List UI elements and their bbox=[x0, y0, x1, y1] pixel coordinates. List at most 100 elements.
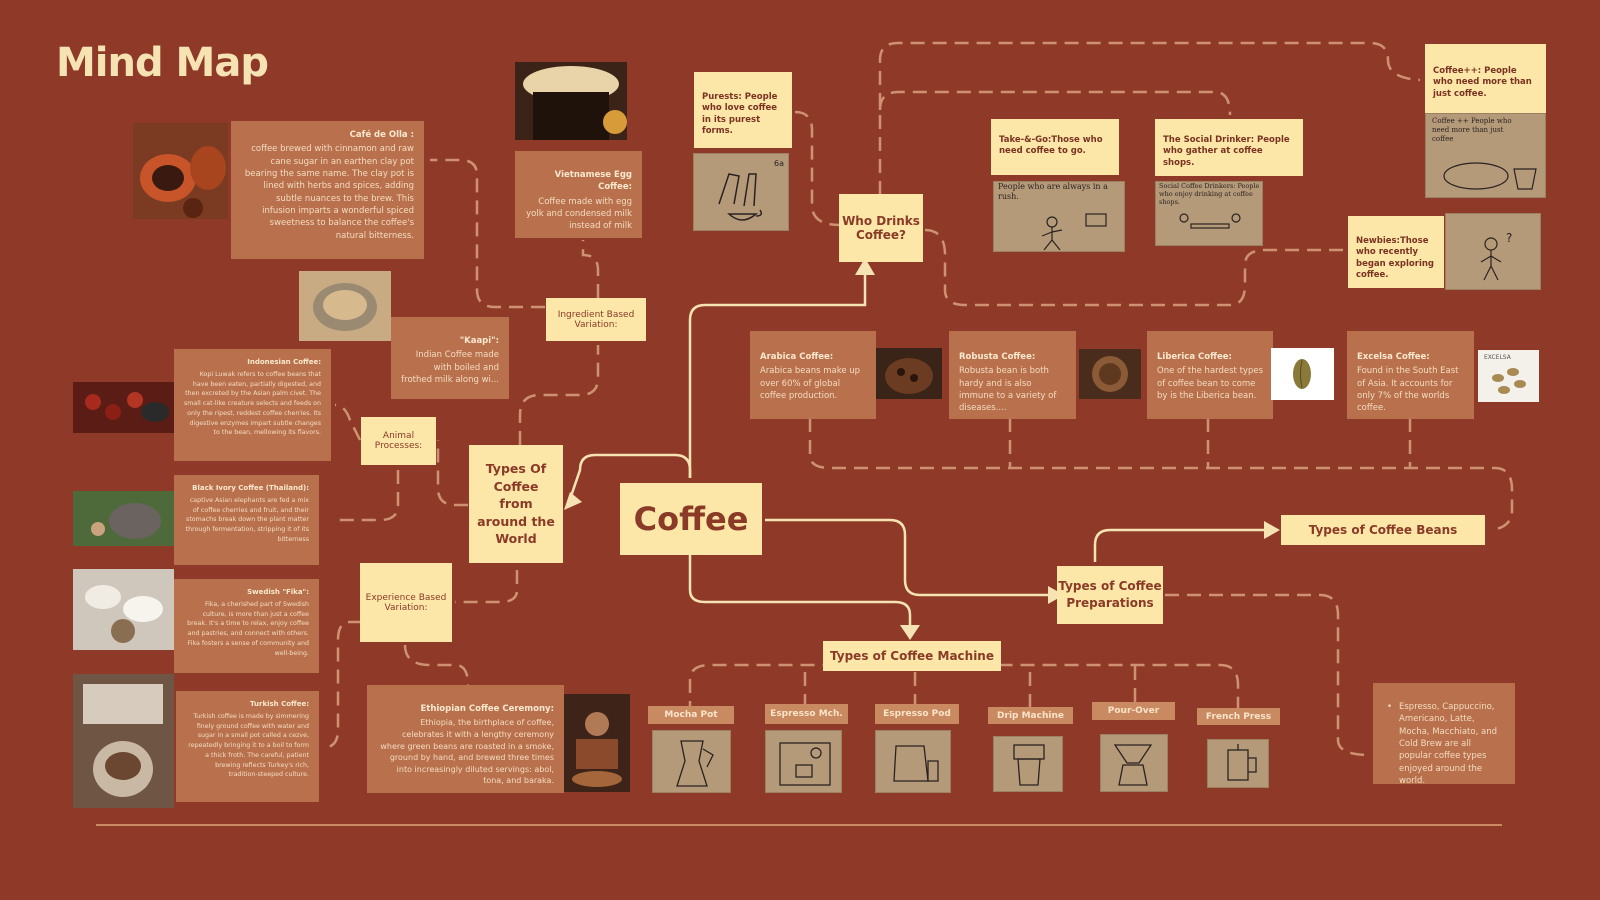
dash-who-newbies bbox=[924, 228, 1350, 307]
newbies-sketch: ? bbox=[1445, 213, 1541, 290]
card-turkish: Turkish Coffee: Turkish coffee is made b… bbox=[176, 691, 319, 802]
card-text: coffee brewed with cinnamon and raw cane… bbox=[244, 144, 414, 241]
espresso-machine-sketch bbox=[765, 730, 842, 793]
dash-beans-row bbox=[808, 418, 1514, 532]
link-center-machine bbox=[688, 555, 912, 635]
dash-ingredient-cafe bbox=[430, 158, 545, 309]
card-title: "Kaapi": bbox=[459, 336, 499, 346]
machine-tag-mocha-pot[interactable]: Mocha Pot bbox=[648, 706, 734, 724]
card-preparations-list: • Espresso, Cappuccino, Americano, Latte… bbox=[1373, 683, 1515, 786]
machine-tag-drip-machine[interactable]: Drip Machine bbox=[988, 707, 1073, 724]
kaapi-photo bbox=[299, 271, 391, 341]
dash-ingredient-viet bbox=[581, 240, 600, 298]
center-node[interactable]: Coffee bbox=[620, 483, 762, 555]
card-title: Robusta Coffee: bbox=[959, 352, 1036, 362]
card-title: Swedish "Fika": bbox=[247, 588, 309, 596]
espresso-pod-sketch bbox=[875, 730, 951, 793]
machine-tag-espresso-machine[interactable]: Espresso Mch. bbox=[765, 704, 848, 724]
dash-animal-indo bbox=[334, 403, 362, 441]
card-text: Ethiopia, the birthplace of coffee, cele… bbox=[380, 718, 554, 786]
dash-world-experience bbox=[455, 570, 519, 604]
card-text: Robusta bean is both hardy and is also i… bbox=[959, 366, 1057, 414]
dash-who-top bbox=[878, 41, 1421, 195]
dash-exp-ethiopian bbox=[403, 644, 470, 686]
excelsa-photo-label: EXCELSA bbox=[1484, 354, 1512, 361]
cafe-de-olla-photo bbox=[133, 123, 228, 219]
bullet-icon: • bbox=[1387, 702, 1393, 712]
label-animal-processes[interactable]: Animal Processes: bbox=[361, 417, 436, 465]
dash-animal-ivory bbox=[335, 470, 400, 522]
ethiopian-ceremony-photo bbox=[564, 694, 630, 792]
french-press-sketch bbox=[1207, 739, 1269, 788]
card-text: captive Asian elephants are fed a mix of… bbox=[185, 496, 309, 543]
card-excelsa: Excelsa Coffee: Found in the South East … bbox=[1347, 331, 1474, 419]
link-center-world bbox=[566, 453, 692, 506]
black-ivory-photo bbox=[73, 491, 174, 546]
card-title: Café de Olla : bbox=[349, 130, 414, 140]
newbies-sketch-mark: ? bbox=[1506, 231, 1512, 245]
note-social-drinker[interactable]: The Social Drinker: People who gather at… bbox=[1155, 119, 1303, 176]
machine-tag-pour-over[interactable]: Pour-Over bbox=[1092, 702, 1175, 720]
link-center-preparations bbox=[765, 518, 1055, 597]
hub-world[interactable]: Types Of Coffee from around the World bbox=[469, 445, 563, 563]
card-fika: Swedish "Fika": Fika, a cherished part o… bbox=[174, 579, 319, 673]
note-take-and-go[interactable]: Take-&-Go:Those who need coffee to go. bbox=[991, 119, 1119, 175]
coffee-plus-plus-sketch-text: Coffee ++ People who need more than just… bbox=[1432, 117, 1512, 144]
fika-photo bbox=[73, 569, 174, 650]
card-arabica: Arabica Coffee: Arabica beans make up ov… bbox=[750, 331, 876, 419]
take-and-go-sketch: People who are always in a rush. bbox=[993, 181, 1125, 252]
card-title: Excelsa Coffee: bbox=[1357, 352, 1430, 362]
dash-who-purests bbox=[794, 110, 841, 227]
card-title: Turkish Coffee: bbox=[250, 700, 309, 708]
card-title: Vietnamese Egg Coffee: bbox=[554, 170, 632, 193]
card-kaapi: "Kaapi": Indian Coffee made with boiled … bbox=[391, 317, 509, 399]
card-text: Fika, a cherished part of Swedish cultur… bbox=[187, 600, 309, 657]
dash-exp-fika bbox=[321, 620, 362, 750]
card-text: Arabica beans make up over 60% of global… bbox=[760, 366, 861, 401]
vietnamese-egg-coffee-photo bbox=[515, 62, 627, 140]
card-liberica: Liberica Coffee: One of the hardest type… bbox=[1147, 331, 1273, 419]
robusta-photo bbox=[1079, 349, 1141, 399]
label-experience-variation[interactable]: Experience Based Variation: bbox=[360, 563, 452, 642]
link-prep-beans bbox=[1093, 528, 1275, 562]
turkish-coffee-photo bbox=[73, 674, 174, 808]
purests-sketch-tag: 6a bbox=[774, 159, 784, 168]
card-robusta: Robusta Coffee: Robusta bean is both har… bbox=[949, 331, 1076, 419]
card-indonesian: Indonesian Coffee: Kopi Luwak refers to … bbox=[174, 349, 331, 461]
hub-machine[interactable]: Types of Coffee Machine bbox=[823, 641, 1001, 671]
card-text: Indian Coffee made with boiled and froth… bbox=[401, 350, 499, 385]
card-title: Ethiopian Coffee Ceremony: bbox=[420, 704, 554, 714]
social-drinker-sketch-text: Social Coffee Drinkers: People who enjoy… bbox=[1159, 182, 1260, 207]
card-cafe-de-olla: Café de Olla : coffee brewed with cinnam… bbox=[231, 121, 424, 259]
note-newbies[interactable]: Newbies:Those who recently began explori… bbox=[1348, 216, 1444, 288]
card-text: Found in the South East of Asia. It acco… bbox=[1357, 366, 1459, 414]
label-ingredient-variation[interactable]: Ingredient Based Variation: bbox=[546, 298, 646, 341]
card-title: Liberica Coffee: bbox=[1157, 352, 1232, 362]
pour-over-sketch bbox=[1100, 734, 1168, 792]
card-text: Coffee made with egg yolk and condensed … bbox=[526, 196, 632, 232]
link-center-who bbox=[688, 265, 867, 478]
note-coffee-plus-plus[interactable]: Coffee++: People who need more than just… bbox=[1425, 44, 1546, 114]
machine-tag-espresso-pod[interactable]: Espresso Pod bbox=[875, 704, 959, 724]
excelsa-photo: EXCELSA bbox=[1478, 350, 1539, 402]
indonesian-coffee-photo bbox=[73, 382, 174, 433]
card-ethiopian: Ethiopian Coffee Ceremony: Ethiopia, the… bbox=[367, 685, 564, 793]
card-text: Espresso, Cappuccino, Americano, Latte, … bbox=[1399, 702, 1497, 786]
machine-tag-french-press[interactable]: French Press bbox=[1197, 708, 1280, 725]
hub-who-drinks[interactable]: Who Drinks Coffee? bbox=[839, 194, 923, 262]
arabica-photo bbox=[876, 348, 942, 399]
liberica-photo bbox=[1271, 348, 1334, 400]
hub-beans[interactable]: Types of Coffee Beans bbox=[1281, 515, 1485, 545]
card-text: Turkish coffee is made by simmering fine… bbox=[188, 712, 309, 779]
card-text: Kopi Luwak refers to coffee beans that h… bbox=[184, 370, 321, 437]
dash-who-mid bbox=[878, 90, 1232, 116]
hub-preparations[interactable]: Types of Coffee Preparations bbox=[1057, 566, 1163, 624]
purests-sketch: 6a bbox=[693, 153, 789, 231]
drip-machine-sketch bbox=[993, 736, 1063, 792]
card-black-ivory: Black Ivory Coffee (Thailand): captive A… bbox=[174, 475, 319, 565]
card-title: Black Ivory Coffee (Thailand): bbox=[192, 484, 309, 492]
dash-world-ingredient bbox=[518, 345, 600, 445]
mocha-pot-sketch bbox=[652, 730, 731, 793]
note-purests[interactable]: Purests: People who love coffee in its p… bbox=[694, 72, 792, 148]
card-title: Indonesian Coffee: bbox=[247, 358, 321, 366]
